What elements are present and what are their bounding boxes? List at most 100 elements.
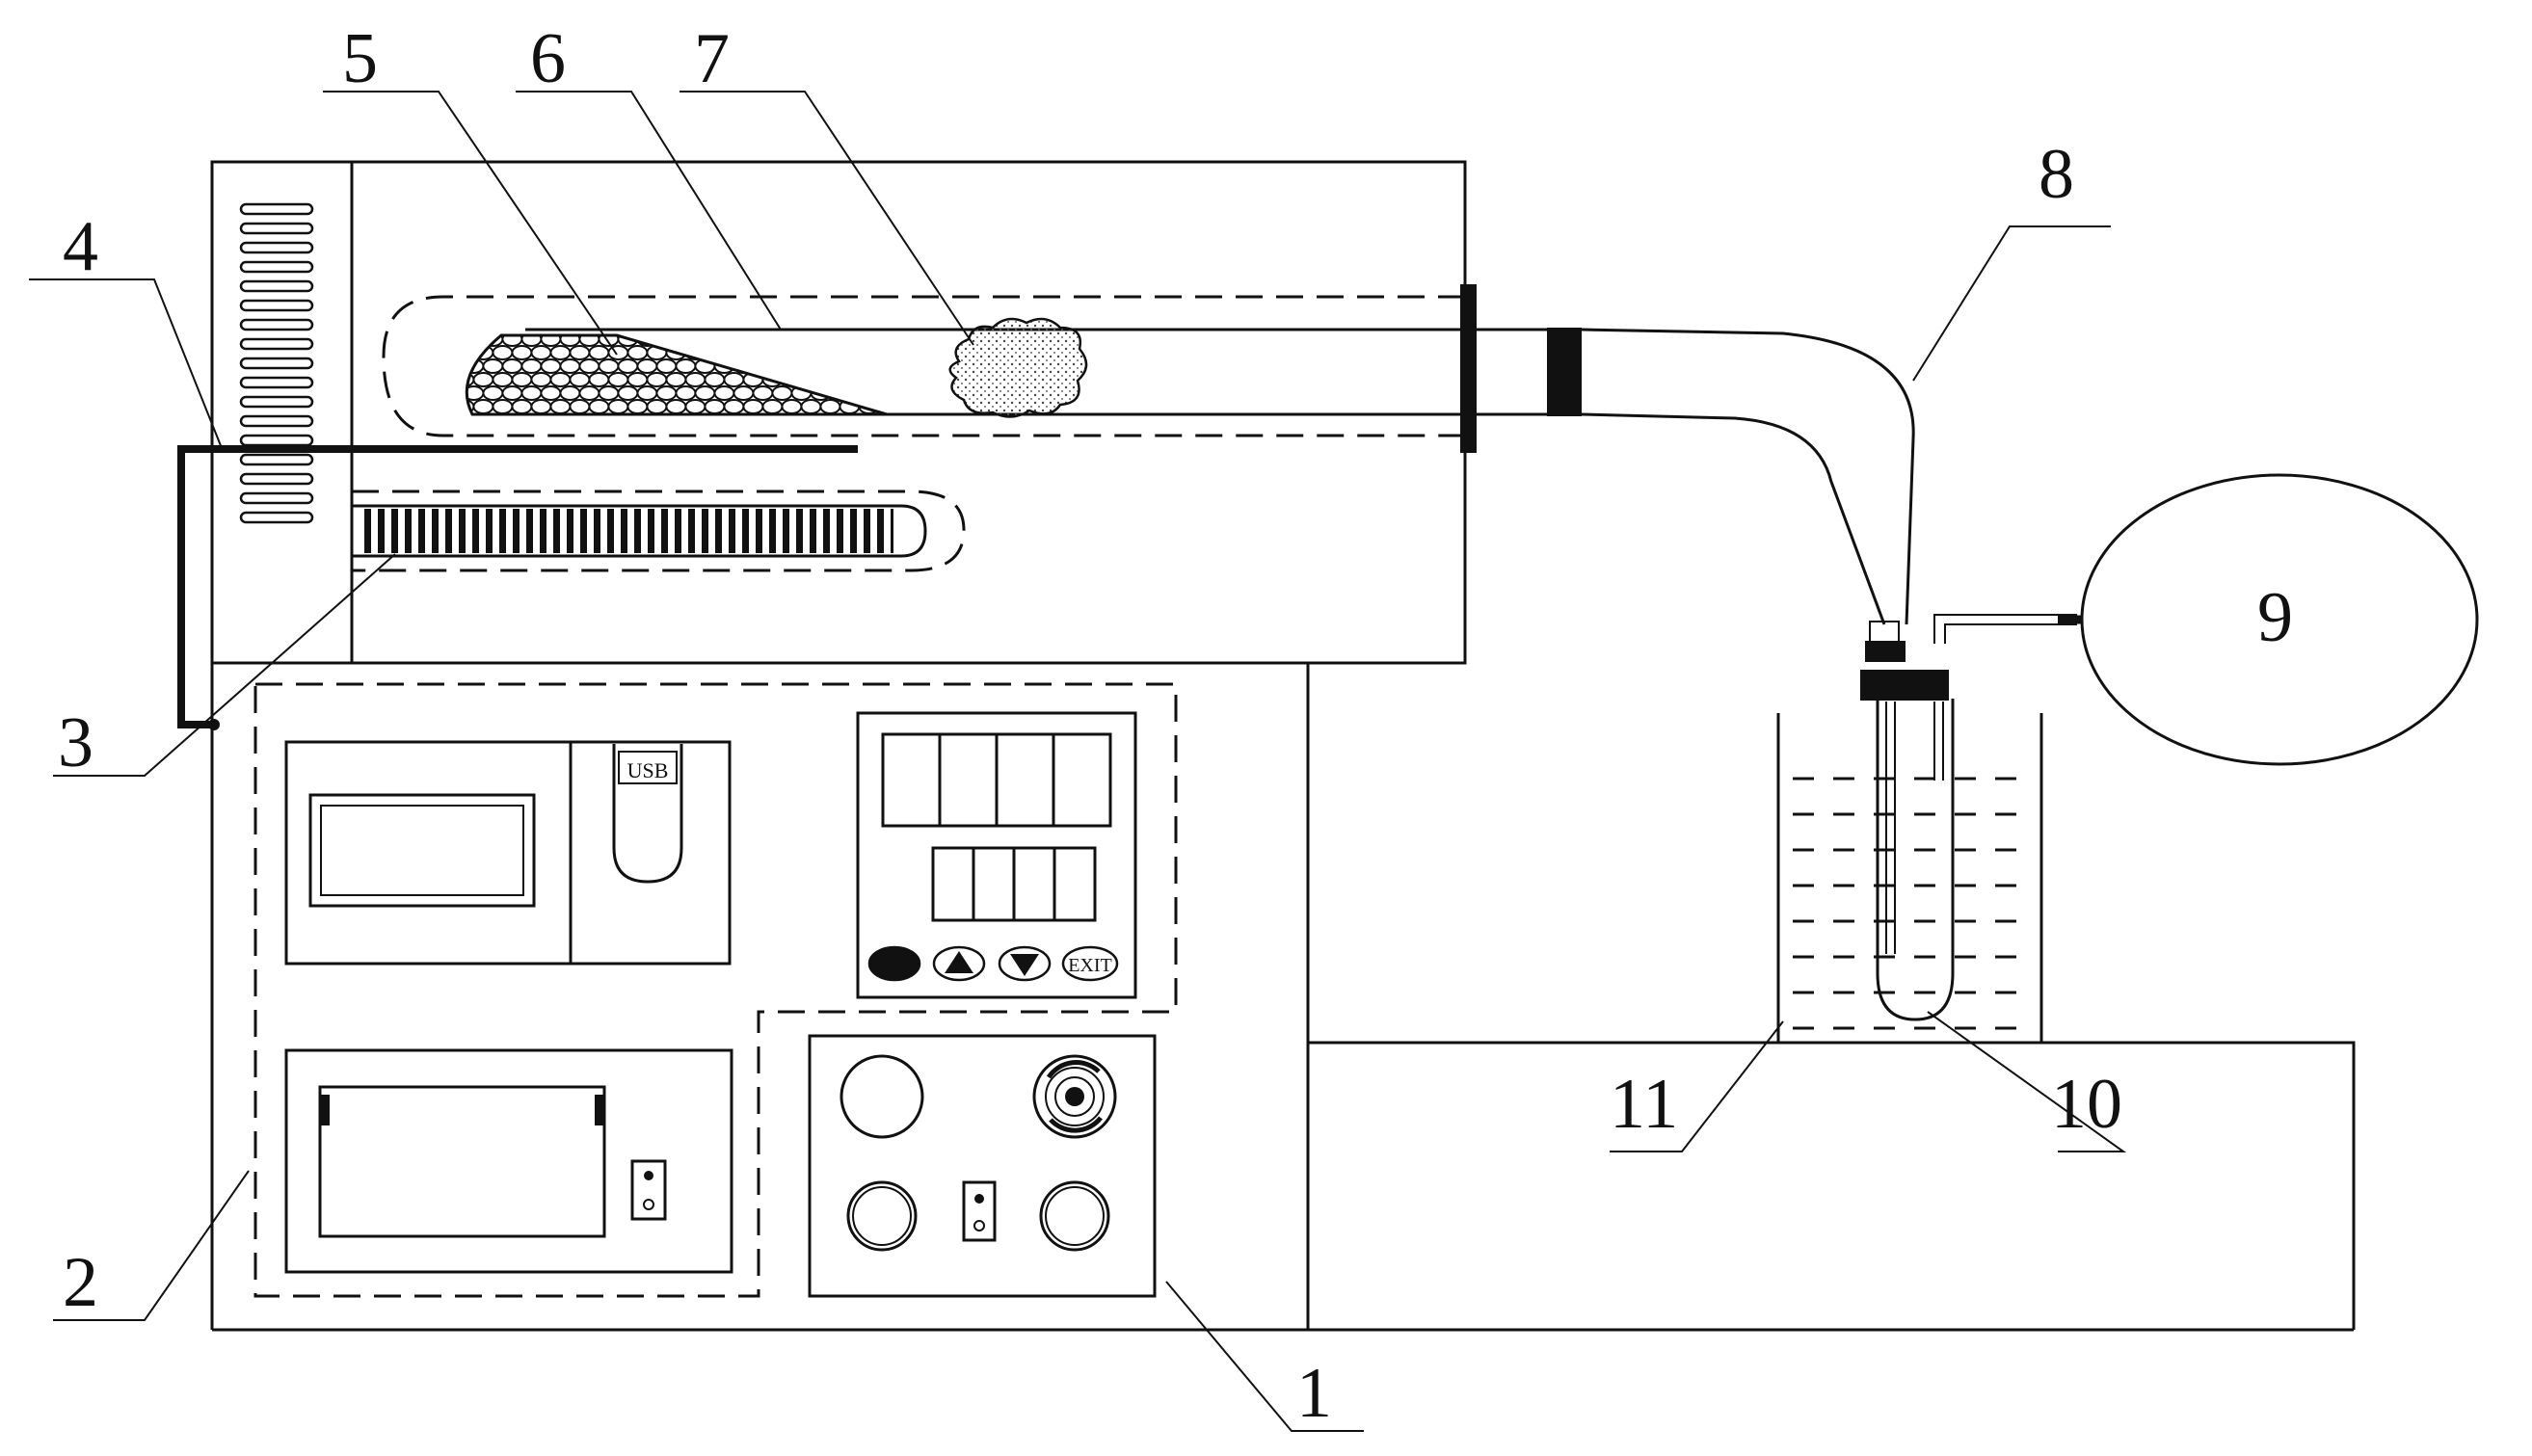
label-1: 1 [1296,1354,1332,1433]
pebble [781,399,803,414]
pebble [492,372,514,387]
pebble [655,358,678,374]
pebble [704,399,726,414]
pebble [761,399,784,414]
pebble [626,372,649,387]
up-button-icon[interactable] [932,945,986,982]
pebble [877,345,887,360]
vent-slot [239,395,314,409]
pebble [472,399,494,414]
control-cabinet [210,663,2356,1332]
pebble [549,345,572,360]
pebble [511,345,533,360]
label-2: 2 [63,1243,98,1322]
pebble [578,358,600,374]
pebble [848,385,870,401]
down-button-icon[interactable] [998,945,1052,982]
power-switch[interactable] [962,1180,997,1242]
set-button-icon[interactable] [867,945,921,982]
pebble [848,335,870,347]
pebble [800,372,822,387]
pebble [466,345,475,360]
gas-line [1933,614,2082,644]
pebble [501,358,523,374]
sample-boat [465,332,907,416]
pebble [482,385,504,401]
vent-slot [239,414,314,428]
pebble [578,385,600,401]
power-knob-icon[interactable] [1032,1054,1117,1139]
outlet-tube [1477,328,1915,625]
pebble [819,399,841,414]
pebble [888,332,907,346]
pebble [704,345,726,360]
pebble [520,385,543,401]
pebble [888,386,907,400]
vent-slot [239,434,314,447]
pebble [530,372,552,387]
pebble [665,372,687,387]
pebble [684,399,706,414]
pebble [819,372,841,387]
pebble [800,345,822,360]
vent-slot [239,337,314,351]
vent-slot [239,299,314,312]
vent-slot [239,279,314,293]
pebble [839,345,861,360]
pebble [752,335,774,347]
pebble [684,372,706,387]
pebble [790,358,813,374]
pebble [742,399,764,414]
pebble [888,359,907,373]
bottle-stopper [1860,621,1949,701]
pebble [839,372,861,387]
pebble [867,358,887,374]
pebble [694,335,716,347]
pebble [867,385,887,401]
pebble [877,372,887,387]
label-3: 3 [58,703,93,782]
pebble [472,372,494,387]
label-6: 6 [530,19,566,98]
pebble [646,399,668,414]
pebble [588,372,610,387]
furnace-housing [210,160,1467,665]
pebble [665,399,687,414]
deposit-cloud [948,317,1088,418]
pebble [655,335,678,347]
exit-label: EXIT [1068,955,1112,976]
exit-button[interactable] [1061,945,1119,982]
gas-bag [2080,473,2479,766]
pebble [540,385,562,401]
pebble [694,385,716,401]
pebble [530,345,552,360]
pebble [511,372,533,387]
knob-bottom-right[interactable] [1039,1180,1110,1252]
pebble [617,358,639,374]
pebble [723,345,745,360]
knob-top-left[interactable] [840,1054,924,1139]
pebble [810,335,832,347]
pebble [781,345,803,360]
pebble [723,372,745,387]
test-tube [1876,699,1955,1021]
water-bath [1776,713,2043,1045]
pebble [771,335,793,347]
label-8: 8 [2039,135,2074,214]
label-4: 4 [63,207,98,286]
pebble [626,345,649,360]
pebble [829,358,851,374]
pebble [848,358,870,374]
furnace-chamber [382,295,1465,437]
pebble [607,372,629,387]
pebble [790,335,813,347]
pebble [829,335,851,347]
knob-bottom-left[interactable] [846,1180,918,1252]
vent-slot [239,376,314,389]
pebble [540,358,562,374]
temperature-controller [856,711,1137,999]
pebble [752,385,774,401]
pebble [598,385,620,401]
pebble [559,385,581,401]
